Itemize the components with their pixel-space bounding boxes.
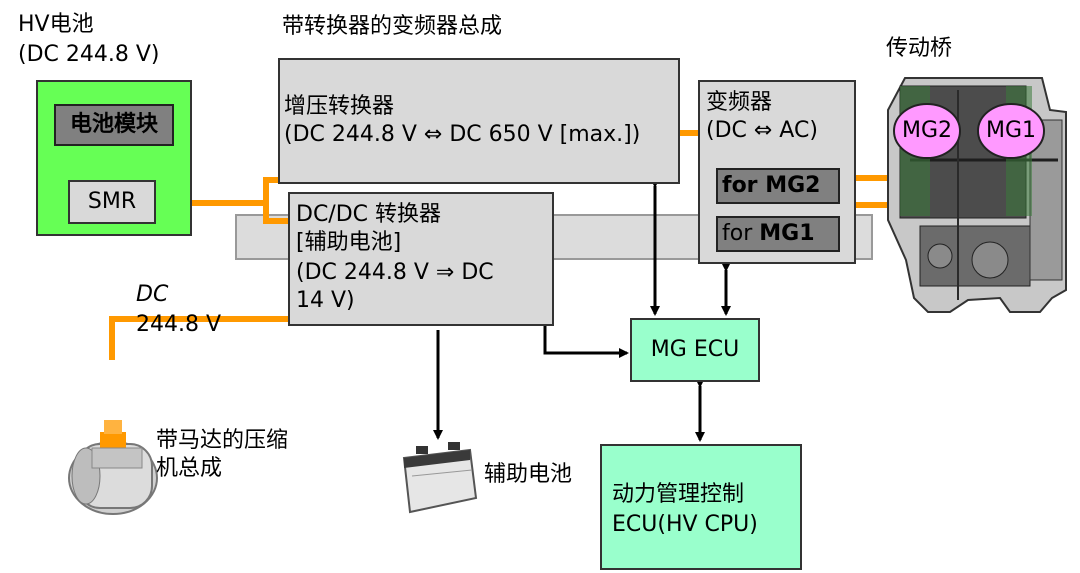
- hv-battery-spec: (DC 244.8 V): [18, 42, 160, 67]
- transaxle-illustration: [887, 77, 1067, 313]
- arrow-dcdc-mgecu: [540, 308, 629, 358]
- dc-line-label-2: 244.8 V: [136, 312, 222, 337]
- dcdc-converter-spec-1: (DC 244.8 V ⇒ DC: [296, 260, 494, 285]
- mg-ecu-box: MG ECU: [630, 318, 760, 382]
- inverter-assembly-title: 带转换器的变频器总成: [282, 14, 503, 39]
- battery-module-box: 电池模块: [54, 104, 174, 146]
- hv-battery-box: 电池模块 SMR: [36, 80, 192, 236]
- wire-smr-dcdc: [263, 203, 290, 224]
- boost-converter-spec: (DC 244.8 V ⇔ DC 650 V [max.]): [284, 122, 641, 147]
- inverter-title: 变频器: [706, 90, 773, 115]
- inverter-for-mg2-box: for MG2: [716, 168, 840, 204]
- transaxle-title: 传动桥: [886, 36, 953, 61]
- compressor-label-2: 机总成: [156, 456, 223, 481]
- boost-converter-title: 增压转换器: [284, 94, 395, 119]
- compressor-label-1: 带马达的压缩: [156, 428, 289, 453]
- inverter-for-mg1-prefix: for: [722, 221, 760, 246]
- mg1-motor: [977, 103, 1045, 159]
- wire-dc-compressor: [109, 316, 290, 360]
- inverter-spec: (DC ⇔ AC): [706, 118, 818, 143]
- compressor-illustration: [68, 420, 158, 515]
- inverter-for-mg1-box: for MG1: [716, 216, 840, 252]
- dcdc-converter-spec-2: 14 V): [296, 288, 355, 313]
- smr-box: SMR: [68, 180, 156, 224]
- mg1-label: MG1: [985, 118, 1037, 143]
- power-ecu-subtitle: ECU(HV CPU): [612, 512, 758, 537]
- inverter-for-mg2-prefix: for: [722, 173, 766, 198]
- dc-line-label-1: DC: [136, 282, 169, 307]
- dcdc-converter-box: DC/DC 转换器 [辅助电池] (DC 244.8 V ⇒ DC 14 V): [288, 192, 554, 326]
- hv-battery-title: HV电池: [18, 12, 94, 37]
- mg2-motor: [893, 103, 961, 159]
- power-ecu-title: 动力管理控制: [612, 482, 745, 507]
- inverter-for-mg2-name: MG2: [765, 173, 821, 198]
- aux-battery-illustration: [402, 442, 478, 514]
- inverter-for-mg1-name: MG1: [759, 221, 815, 246]
- power-management-ecu-box: 动力管理控制 ECU(HV CPU): [600, 444, 802, 570]
- boost-converter-box: 增压转换器 (DC 244.8 V ⇔ DC 650 V [max.]): [278, 58, 680, 184]
- inverter-box: 变频器 (DC ⇔ AC) for MG2 for MG1: [698, 80, 856, 264]
- dcdc-converter-title: DC/DC 转换器: [296, 202, 442, 227]
- aux-battery-label: 辅助电池: [484, 462, 573, 487]
- dcdc-converter-aux: [辅助电池]: [296, 230, 402, 255]
- mg2-label: MG2: [901, 118, 953, 143]
